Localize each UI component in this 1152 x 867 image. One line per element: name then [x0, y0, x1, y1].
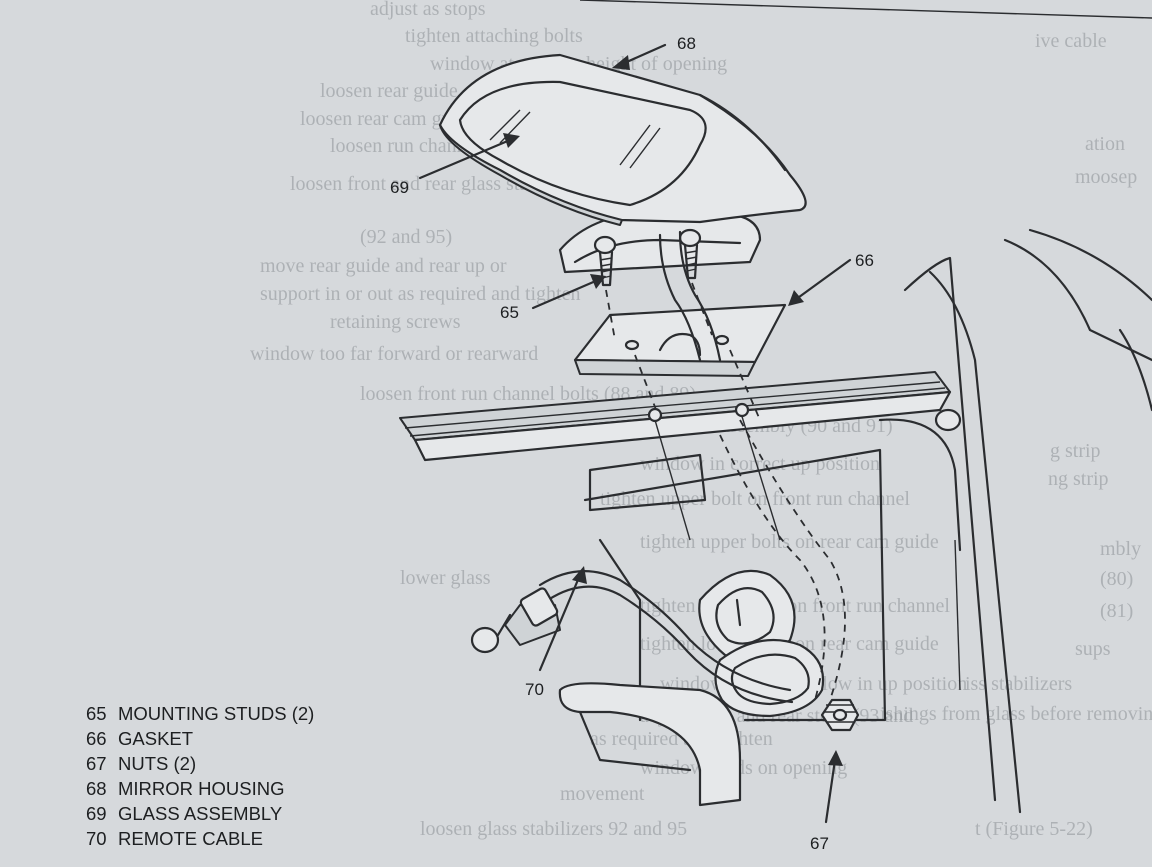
stud-hole: [647, 407, 663, 423]
legend-label: MIRROR HOUSING: [118, 778, 285, 799]
legend-item: 70 REMOTE CABLE: [86, 826, 314, 851]
callout-69: 69: [390, 178, 409, 197]
legend-item: 68 MIRROR HOUSING: [86, 776, 314, 801]
bleed-line: adjust as stops: [370, 0, 486, 20]
bleed-line: (92 and 95): [360, 226, 452, 248]
fragment: t (Figure 5-22): [975, 818, 1093, 840]
bleed-line: window binds on opening: [640, 757, 847, 779]
bleed-line: lower glass: [400, 567, 491, 589]
bleed-line: move rear guide and rear up or: [260, 255, 507, 277]
fragment: ive cable: [1035, 30, 1107, 52]
mounting-stud: [678, 228, 702, 280]
bleed-line: support in or out as required and tighte…: [260, 283, 581, 305]
legend-item: 65 MOUNTING STUDS (2): [86, 701, 314, 726]
cable-connector: [470, 587, 561, 654]
legend-item: 69 GLASS ASSEMBLY: [86, 801, 314, 826]
legend-number: 68: [86, 778, 107, 799]
bleed-line: tighten attaching bolts: [405, 25, 583, 47]
legend-label: REMOTE CABLE: [118, 828, 263, 849]
guide-line: [654, 419, 691, 541]
fragment: ng strip: [1048, 468, 1109, 490]
legend-item: 66 GASKET: [86, 726, 314, 751]
callout-65: 65: [500, 303, 519, 322]
door-handle: [558, 682, 742, 807]
fragment: moosep: [1075, 166, 1137, 188]
callout-70: 70: [525, 680, 544, 699]
guide-line: [739, 409, 781, 541]
bleed-line: retaining screws: [330, 311, 461, 333]
gasket: [573, 303, 787, 377]
window-channel: [399, 371, 962, 552]
guide-line: [605, 289, 616, 341]
remote-cable: [470, 419, 846, 704]
legend-label: NUTS (2): [118, 753, 197, 774]
legend-number: 69: [86, 803, 107, 824]
mirror-base: [558, 210, 762, 362]
guide-line: [691, 282, 713, 336]
fragment: ation: [1085, 133, 1125, 155]
callout-68: 68: [677, 34, 696, 53]
bleed-line: loosen glass stabilizers 92 and 95: [420, 818, 687, 840]
mirror-housing: [438, 53, 807, 226]
fragment: (81): [1100, 600, 1133, 622]
door-trim: [583, 448, 887, 722]
fragment: sups: [1075, 638, 1111, 660]
page-edge: [579, 0, 1152, 19]
legend-number: 67: [86, 753, 107, 774]
adjuster-plate: [698, 569, 796, 662]
stud-hole: [734, 402, 750, 418]
bleed-line: window too far forward or rearward: [250, 343, 538, 365]
bleed-line: movement: [560, 783, 645, 805]
legend-label: MOUNTING STUDS (2): [118, 703, 315, 724]
nut: [820, 698, 860, 732]
bleed-line: tighten upper bolts on rear cam guide: [640, 531, 939, 553]
fragment: g strip: [1050, 440, 1101, 462]
callout-67: 67: [810, 834, 829, 853]
fragment: (80): [1100, 568, 1133, 590]
fragment: mbly: [1100, 538, 1141, 560]
glass-assembly: [458, 80, 707, 207]
legend-number: 66: [86, 728, 107, 749]
legend-number: 65: [86, 703, 107, 724]
callout-66: 66: [855, 251, 874, 270]
legend-label: GLASS ASSEMBLY: [118, 803, 283, 824]
bleed-line: tighten upper bolt on front run channel: [600, 488, 910, 510]
legend-item: 67 NUTS (2): [86, 751, 314, 776]
fragment: iss stabilizers: [965, 673, 1072, 695]
legend-number: 70: [86, 828, 107, 849]
parts-legend: 65 MOUNTING STUDS (2) 66 GASKET 67 NUTS (2)…: [86, 701, 314, 851]
leader-arrows: [418, 43, 852, 824]
fragment: ishings from glass before removing: [880, 703, 1152, 725]
legend-label: GASKET: [118, 728, 194, 749]
right-page-fragments: ive cable ation moosep g strip ng strip …: [880, 30, 1152, 840]
cable-pocket: [714, 638, 825, 718]
mounting-stud: [593, 235, 617, 287]
door-panel: [903, 228, 1152, 814]
